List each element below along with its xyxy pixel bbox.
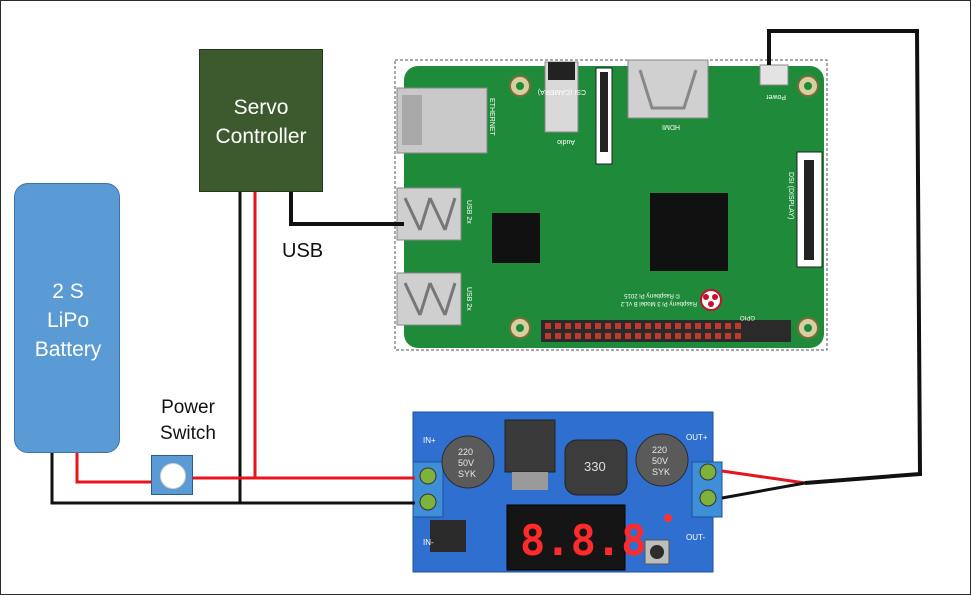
battery-positive-wire — [75, 453, 151, 484]
servo-controller-label: Servo Controller — [200, 93, 322, 151]
display-toggle-button — [644, 539, 670, 565]
raspberry-pi-pcb — [404, 66, 824, 348]
power-label: Power — [765, 93, 786, 100]
switch-knob — [160, 463, 186, 489]
power-switch — [151, 455, 193, 495]
camera-label: CSI (CAMERA) — [538, 88, 586, 95]
seven-segment-display — [506, 504, 626, 571]
copyright-label: © Raspberry Pi 2015 — [624, 292, 680, 299]
cap-right-text-1: 220 — [652, 445, 667, 455]
inductor-label: 330 — [584, 459, 606, 474]
display-digits: 8.8.8 — [520, 516, 646, 565]
usb-label: USB — [282, 240, 324, 262]
usb-port-upper — [396, 187, 462, 241]
battery-negative-wire — [50, 453, 415, 505]
raspberry-pi-outline — [394, 59, 828, 351]
capacitor-right — [635, 433, 689, 487]
hdmi-label: HDMI — [662, 123, 680, 130]
servo-label-line: Servo — [233, 96, 289, 119]
power-switch-label-line: Switch — [160, 423, 216, 444]
output-negative-wire — [721, 481, 806, 500]
status-led — [664, 514, 672, 522]
cap-right-text-3: SYK — [652, 467, 670, 477]
display-label: DSI (DISPLAY) — [787, 172, 794, 219]
audio-label: Audio — [557, 138, 575, 145]
usb-upper-label: USB 2x — [465, 200, 472, 224]
usb-cable — [289, 192, 404, 226]
usb-lower-label: USB 2x — [465, 287, 472, 311]
output-positive-wire — [721, 469, 806, 485]
buck-converter-board: 220 50V SYK 220 50V SYK 330 8.8.8 IN+ IN… — [412, 411, 723, 573]
power-switch-label-line: Power — [161, 397, 215, 418]
usb-controller-chip — [492, 213, 540, 263]
out-plus-label: OUT+ — [686, 433, 708, 442]
regulator-chip — [504, 419, 556, 473]
battery-label-line: LiPo — [46, 309, 90, 332]
capacitor-left — [441, 435, 495, 489]
power-switch-label: Power Switch — [150, 395, 226, 447]
servo-controller: Servo Controller — [199, 49, 323, 192]
pi-power-cable — [767, 29, 923, 485]
model-label: Raspberry Pi 3 Model B v1.2 — [620, 300, 697, 306]
servo-label-line: Controller — [215, 125, 307, 148]
wires — [50, 29, 923, 505]
diode — [430, 520, 466, 552]
cap-left-text-3: SYK — [458, 469, 476, 479]
inductor — [564, 439, 628, 496]
in-minus-label: IN- — [423, 538, 434, 547]
out-minus-label: OUT- — [686, 533, 705, 542]
cap-left-text-2: 50V — [458, 458, 474, 468]
cap-right-text-2: 50V — [652, 456, 668, 466]
ethernet-label: ETHERNET — [488, 98, 495, 136]
lipo-battery: 2 S LiPo Battery — [14, 183, 120, 453]
raspberry-pi-board: ETHERNET USB 2x USB 2x CSI (CAMERA) Audi… — [394, 59, 828, 351]
in-plus-label: IN+ — [423, 436, 436, 445]
power-port — [759, 64, 789, 86]
cap-left-text-1: 220 — [458, 447, 473, 457]
battery-label-line: 2 S — [52, 280, 84, 303]
gpio-label: GPIO — [740, 314, 755, 320]
raspberry-logo — [700, 289, 722, 311]
soc-chip — [650, 193, 728, 271]
usb-port-lower — [396, 272, 462, 326]
battery-label: 2 S LiPo Battery — [15, 277, 121, 364]
battery-label-line: Battery — [34, 338, 102, 361]
